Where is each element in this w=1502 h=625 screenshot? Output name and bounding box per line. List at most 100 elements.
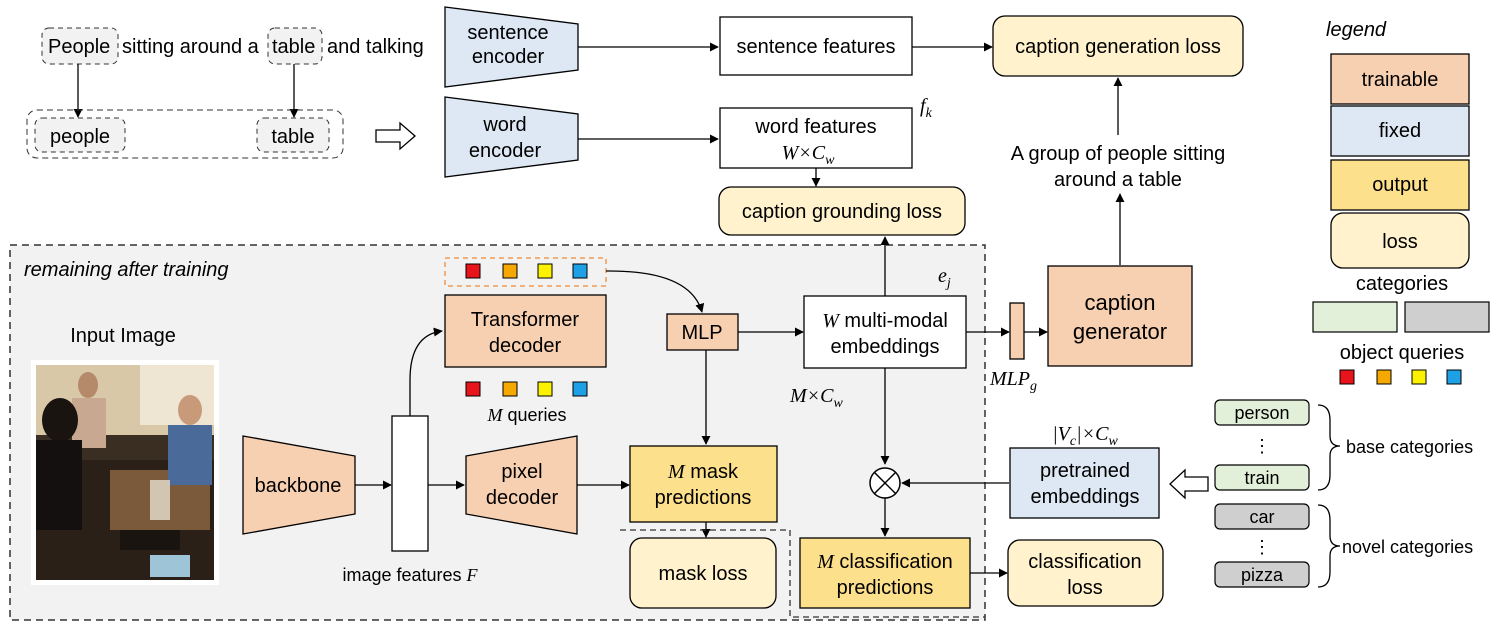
image-features-box [391,415,429,552]
legend-base-category-swatch [1312,301,1398,333]
mlp-g-label: MLPg [989,368,1037,394]
classification-loss-box [1007,539,1164,607]
m-queries-label: M queries [486,405,566,425]
novel-categories-label: novel categories [1342,537,1473,557]
base-ellipsis: ⋮ [1253,436,1271,456]
classification-predictions-label-1: M classification [816,551,953,573]
mask-predictions-label-2: predictions [655,487,752,509]
pretrained-embeddings-label-2: embeddings [1031,486,1140,508]
legend-loss-box [1330,212,1470,269]
mlp-g-box [1009,302,1025,360]
input-image-label: Input Image [70,325,176,347]
object-queries-dashed[interactable] [444,257,607,287]
multiply-operator [869,467,901,499]
extracted-nouns-group [26,109,344,159]
legend-trainable-box [1330,53,1470,105]
mask-loss-box [629,537,777,609]
word-encoder-label: word [482,114,526,136]
query-blue [572,263,588,279]
vc-cw-label: |Vc|×Cw [1052,423,1118,449]
generated-caption-line2: around a table [1054,169,1182,191]
pixel-decoder-label-2: decoder [486,487,559,509]
mlp-box [666,313,739,351]
word-features-label: word features [754,116,876,138]
backbone-label: backbone [255,475,342,497]
noun-people: people [50,126,110,148]
noun-table: table [271,126,314,148]
category-pizza: pizza [1241,565,1284,585]
m-query-red [465,381,481,397]
caption-grounding-loss-label: caption grounding loss [742,201,942,223]
caption-grounding-loss-box [718,186,966,236]
sentence-word-table: table [272,36,315,58]
category-person-box [1214,399,1310,426]
sentence-word-people: People [48,36,110,58]
word-features-box [719,107,913,169]
multimodal-label-2: embeddings [831,336,940,358]
m-cw-label: M×Cw [789,385,844,411]
legend-loss: loss [1382,231,1418,253]
multimodal-label-1: W multi-modal [822,310,948,332]
arrow-queries-to-mlp [605,270,705,313]
base-brace [1317,404,1341,491]
query-red [465,263,481,279]
region-title: remaining after training [24,259,229,281]
category-train-box [1214,464,1310,491]
image-features-label: image features F [342,565,478,585]
legend-query-yellow [1411,369,1427,385]
caption-generator-label-1: caption [1085,290,1156,315]
m-query-orange [502,381,518,397]
sentence-encoder-label: sentence [467,22,548,44]
sentence-encoder-label-2: encoder [472,46,545,68]
category-person: person [1234,403,1289,423]
m-query-yellow [537,381,553,397]
legend-object-queries: object queries [1340,342,1465,364]
sentence-features-box [719,16,913,76]
multimodal-embeddings-box [803,295,967,369]
pretrained-embeddings-box [1009,447,1160,519]
arrow-features-to-transformer [409,327,443,416]
category-car-box [1214,503,1310,530]
word-table-highlight [267,27,323,65]
mask-loss-label: mask loss [659,563,748,585]
e-j-symbol: ej [938,265,951,291]
hollow-arrow-to-embeddings [1169,468,1209,500]
hollow-arrow-to-word-encoder [375,121,416,151]
legend-output-box [1330,159,1470,211]
transformer-decoder-label-2: decoder [489,335,562,357]
mask-predictions-label-1: M mask [667,461,739,483]
sentence-features-label: sentence features [737,36,896,58]
transformer-decoder-label: Transformer [471,309,580,331]
query-orange [502,263,518,279]
transformer-decoder-box [444,294,607,368]
sentence-mid-text: sitting around a [122,36,260,58]
legend-fixed-box [1330,105,1470,157]
pixel-decoder [465,435,578,535]
pretrained-embeddings-label-1: pretrained [1040,460,1130,482]
pixel-decoder-label-1: pixel [501,461,542,483]
category-train: train [1244,468,1279,488]
legend-fixed: fixed [1379,120,1421,142]
legend-query-red [1339,369,1355,385]
legend-trainable: trainable [1362,69,1439,91]
legend-novel-category-swatch [1404,301,1490,333]
classification-predictions-label-2: predictions [837,577,934,599]
sentence-encoder [444,6,579,88]
caption-generation-loss-label: caption generation loss [1015,36,1221,58]
noun-table-box [256,117,330,153]
mlp-label: MLP [681,322,722,344]
legend-title: legend [1326,19,1387,41]
input-image [31,360,219,585]
legend-categories: categories [1356,273,1448,295]
category-car: car [1249,507,1274,527]
backbone [242,435,356,535]
word-people-highlight [41,27,119,65]
legend-output: output [1372,174,1428,196]
caption-generator-label-2: generator [1073,319,1167,344]
generated-caption-line1: A group of people sitting [1011,143,1226,165]
query-yellow [537,263,553,279]
caption-generation-loss-box [992,15,1244,77]
legend-query-orange [1376,369,1392,385]
word-features-dim: W×Cw [782,142,836,168]
